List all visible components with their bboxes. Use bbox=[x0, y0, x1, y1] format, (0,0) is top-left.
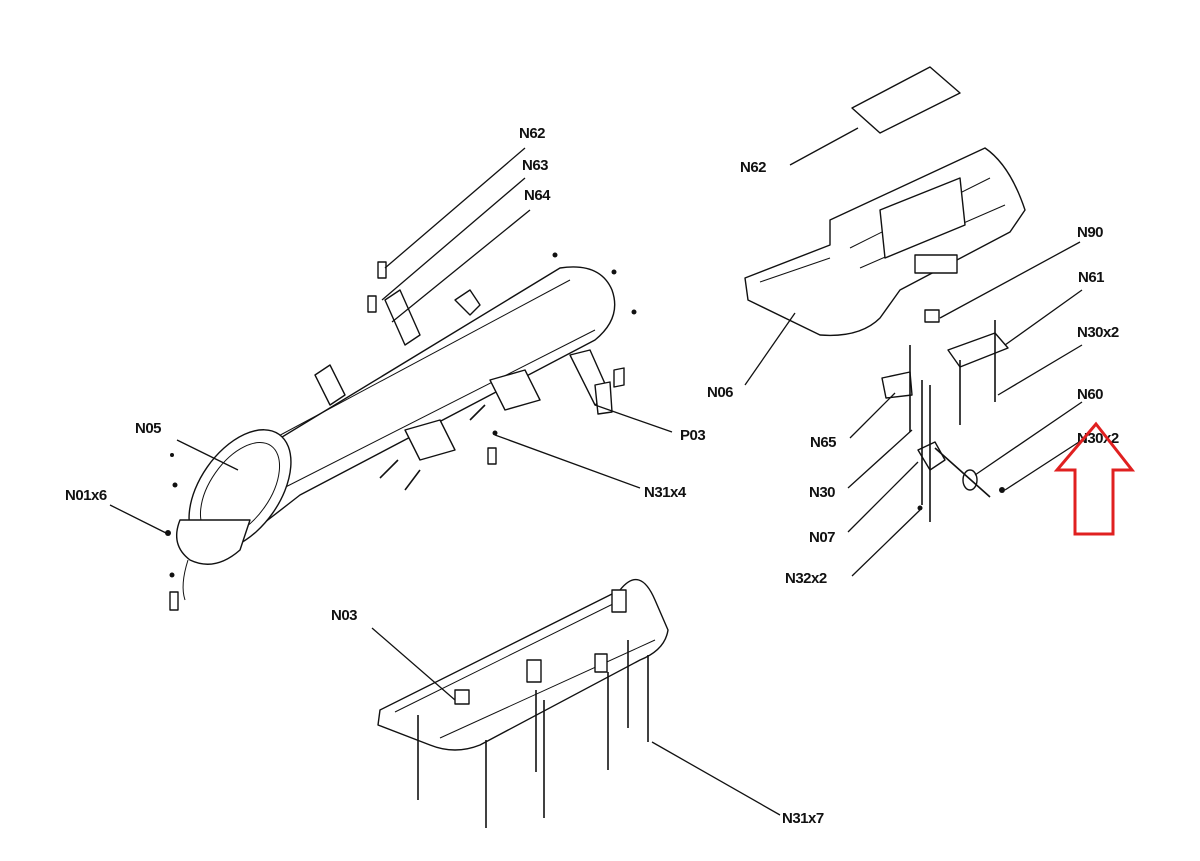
label-n07: N07 bbox=[809, 529, 835, 546]
handlebar-assembly-n05 bbox=[165, 252, 637, 611]
label-n65: N65 bbox=[810, 434, 836, 451]
console-tray-n06 bbox=[744, 66, 1026, 337]
label-n03: N03 bbox=[331, 607, 357, 624]
label-n05: N05 bbox=[135, 420, 161, 437]
label-n62-top: N62 bbox=[519, 125, 545, 142]
label-p03: P03 bbox=[680, 427, 705, 444]
base-cover-n03 bbox=[377, 578, 669, 828]
label-n31x7: N31x7 bbox=[782, 810, 824, 827]
label-n63: N63 bbox=[522, 157, 548, 174]
label-n60: N60 bbox=[1077, 386, 1103, 403]
label-n30: N30 bbox=[809, 484, 835, 501]
sensor-bracket-parts bbox=[881, 320, 1009, 522]
label-n64: N64 bbox=[524, 187, 551, 204]
label-n30x2-a: N30x2 bbox=[1077, 324, 1119, 341]
red-highlight-arrow-icon bbox=[1053, 421, 1136, 536]
label-n90: N90 bbox=[1077, 224, 1103, 241]
label-n31x4: N31x4 bbox=[644, 484, 687, 501]
label-n61: N61 bbox=[1078, 269, 1104, 286]
label-n01x6: N01x6 bbox=[65, 487, 107, 504]
leader-lines bbox=[109, 127, 1083, 816]
label-n06: N06 bbox=[707, 384, 733, 401]
label-n32x2: N32x2 bbox=[785, 570, 827, 587]
label-n62-right: N62 bbox=[740, 159, 766, 176]
